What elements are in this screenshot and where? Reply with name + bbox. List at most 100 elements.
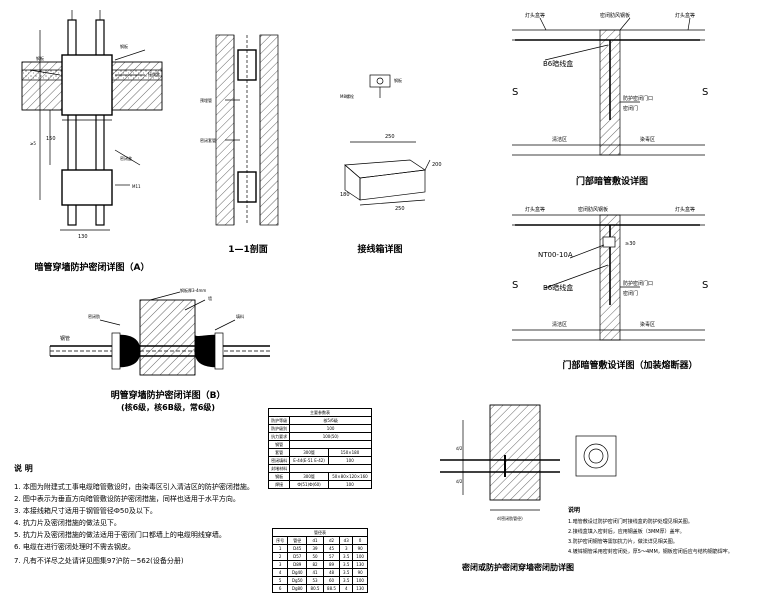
junction-box-title: 接线箱详图 [357,243,402,255]
t2-cell: 1 [271,544,289,553]
note-item: 7. 凡有不详尽之处请详见图集97沪防－562(设备分册) [14,557,184,565]
t2-cell: 80.5 [306,584,324,593]
t1-cell: 300管 [289,448,329,457]
t1-cell: 焊接 [267,480,291,489]
door-s-right: S [702,87,708,98]
detail-b-title: 明管穿墙防护密闭详图（B） [111,389,226,401]
t1-cell: 100(50) [289,432,372,441]
detail-b-subtitle: (核6级，核6B级，常6级) [121,402,215,412]
t1-cell: E-44(E-51 E-42) [289,456,329,465]
t1-cell: 封堵材料 [267,464,291,473]
note2-item: 4.镀锌钢管采用密封密闭处，厚5～4MM，钢板密闭后应与结构钢筋焊牢。 [568,549,733,555]
t2-cell: 41 [306,568,324,577]
detail-a-steel: 钢板 [36,55,44,61]
door-detail-title: 门部暗管敷设详图 [576,175,648,187]
t2-cell: 3 [339,544,354,553]
note-item: 6. 电缆在进行密闭处理时不需去钢皮。 [14,543,135,551]
seal-d2: d/2 [456,446,463,451]
t1-cell: Ф(51)Ф(60) [289,480,329,489]
t2-cell: 3.5 [339,576,354,585]
t2-cell: 89 [322,560,341,569]
detail-a-drawing [21,10,163,231]
detail-a-m1: M11 [132,184,141,189]
section-label-a: 预埋管 [200,97,212,103]
section-1-1-title: 1—1剖面 [228,243,268,255]
t2-cell: 2 [271,552,289,561]
door2-nt: NT00-10A [538,251,573,259]
t2-cell: 88.5 [322,584,341,593]
door2-clean: 清洁区 [552,321,567,328]
detail-a-note2: 接线盒 [148,71,160,77]
jb-dim-bottom: 250 [395,206,405,212]
t2-cell: 130 [352,560,368,569]
door2-b6: B6暗线盒 [543,283,573,292]
t1-cell: 100 [327,480,373,489]
t2-cell: 130 [352,584,368,593]
seal-dim: d(密闭肋管径) [497,515,523,521]
b-label-wall: 墙 [208,295,212,301]
junction-box-drawing [344,74,431,206]
seal-wall-title: 密闭或防护密闭穿墙密闭肋详图 [461,562,574,572]
b-label-fill: 填料 [236,313,244,319]
detail-a-title: 暗管穿墙防护密闭详图（A） [35,261,150,273]
jb-dim-side: 200 [432,162,442,168]
section-label-b: 密闭套管 [200,137,216,143]
note-item: 4. 抗力片及密闭措施的做法见下。 [14,519,121,527]
note-item: 3. 本接线箱尺寸适用于钢管管径Ф50及以下。 [14,507,157,515]
t2-cell: 3.5 [339,560,354,569]
note-item: 5. 抗力片及密闭措施的做法适用于密闭门口都墙上的电缆明线穿墙。 [14,531,226,539]
detail-a-dim2: 150 [46,136,56,142]
door-light-left: 灯头盒等 [525,12,545,19]
t2-cell: 48 [322,568,341,577]
t2-header: d2 [322,536,341,545]
t2-cell: 39 [306,544,324,553]
t2-cell: 3.5 [339,568,354,577]
t2-cell: Dg50 [287,576,308,585]
door2-light-left: 灯头盒等 [525,206,545,213]
detail-a-note1: 钢板 [120,43,128,49]
door2-protect: 防护密闭门口 [623,280,653,287]
t1-cell: 300管 [289,472,329,481]
door-clean: 清洁区 [552,136,567,143]
note-item: 2. 图中表示为垂直方向暗管敷设防护密闭措施，同样也适用于水平方向。 [14,495,240,503]
t2-cell: 90 [352,568,368,577]
door2-s-right: S [702,280,708,291]
t2-cell: 6 [271,584,289,593]
section-1-1-drawing [215,34,279,226]
detail-a-dim1: ≥5 [30,141,36,146]
door-heater-title: 门部暗管敷设详图（加装熔断器） [562,359,697,371]
detail-a-dim3: 130 [78,234,88,240]
t1-cell: 钢板 [267,472,291,481]
t2-cell: 4 [339,584,354,593]
notes2-title: 说明 [568,507,581,514]
b-label-plate: 钢板厚3-4mm [180,287,206,293]
door2-seal-plate: 密闭肋风钢板 [578,206,608,213]
t2-cell: Dg40 [287,568,308,577]
note2-item: 1.暗管敷设过防护密闭门时接线盒的防护处理见相关图。 [568,519,693,525]
t2-header: d1 [306,536,324,545]
door2-s-left: S [512,280,518,291]
b-label-pipe: 钢管 [60,335,70,342]
t1-cell: 钢管 [267,440,291,449]
t2-cell: 45 [322,544,341,553]
door2-seal: 密闭门 [623,290,638,297]
t1-cell: 50×80×120×160 [327,472,373,481]
jb-note: 钢板 [394,77,402,83]
door-heater-drawing [512,214,705,341]
t2-cell: 60 [322,576,341,585]
door-s-left: S [512,87,518,98]
detail-a-note3: 密闭盒 [120,155,132,161]
t1-cell: 防护级别 [267,424,291,433]
t1-cell: 套管 [267,448,291,457]
t1-cell: 防护等级 [267,416,291,425]
door2-dim: ≥30 [625,241,636,247]
t2-cell: 5 [271,576,289,585]
t2-cell: 57 [322,552,341,561]
door-b6: B6暗线盒 [543,59,573,68]
t2-cell: 100 [352,552,368,561]
t1-cell: 100 [327,456,373,465]
note2-item: 3.防护密闭钢管等需加抗力片，做法详见相关图。 [568,539,678,545]
t2-header: d3 [339,536,354,545]
table2-title: 管径表 [272,528,368,537]
